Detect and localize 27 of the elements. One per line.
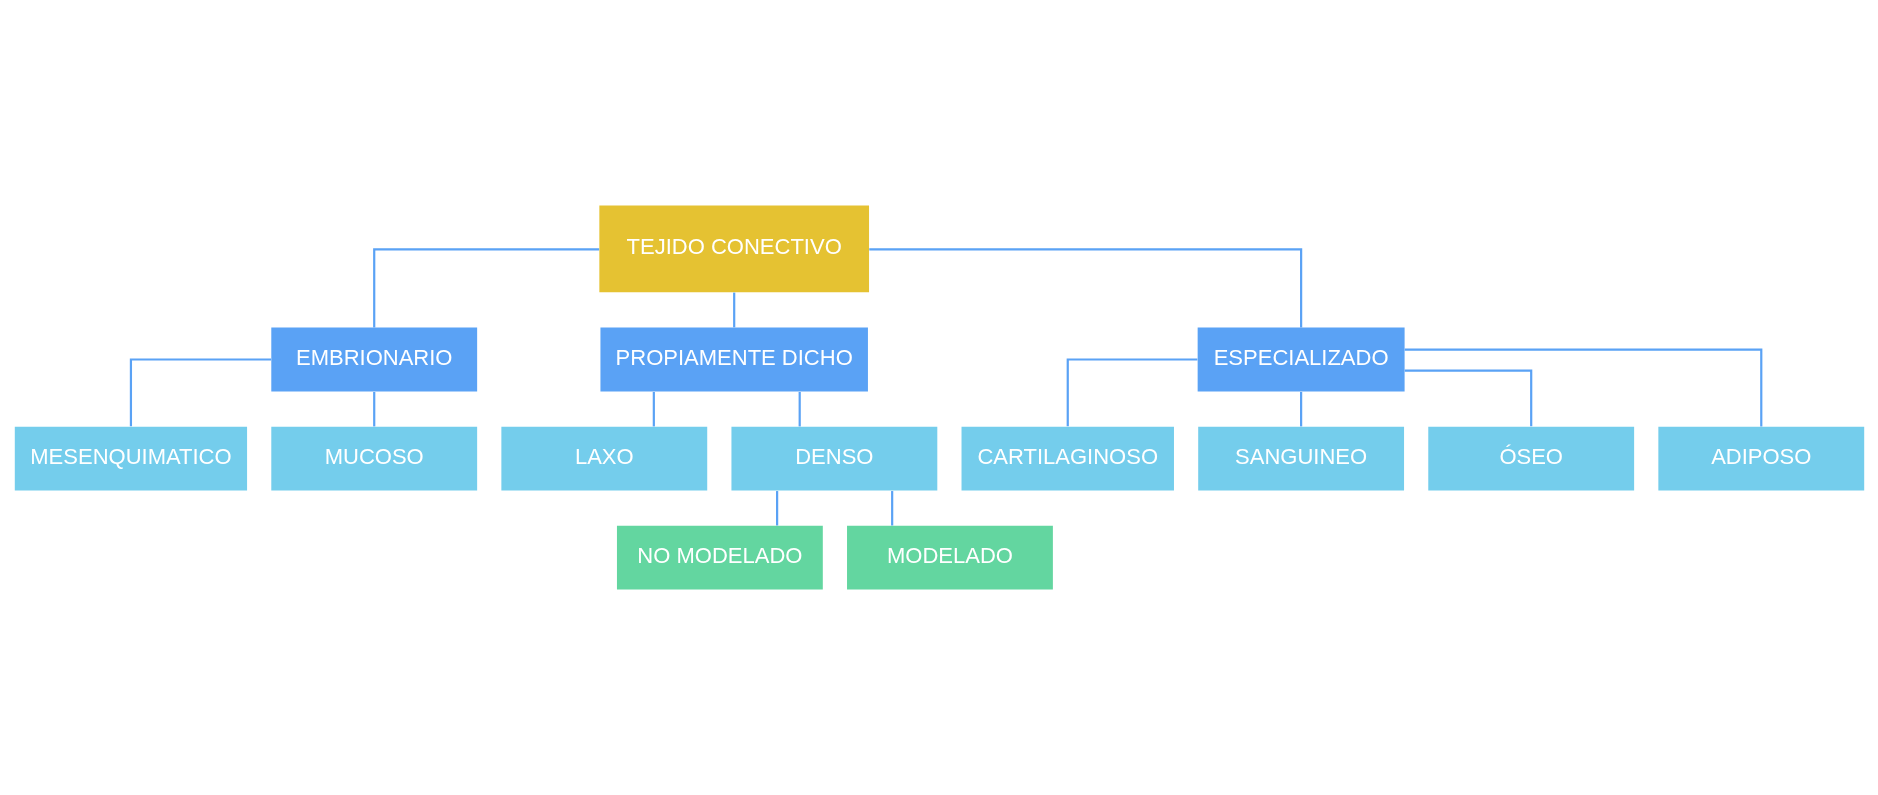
connector	[732, 292, 735, 328]
connector	[372, 391, 375, 427]
node-box: CARTILAGINOSO	[961, 426, 1174, 491]
connector	[798, 391, 801, 427]
connector	[129, 358, 271, 427]
node-box: MODELADO	[846, 525, 1053, 590]
connector	[1404, 348, 1762, 427]
node-box: MESENQUIMATICO	[14, 426, 247, 491]
connector	[1299, 391, 1302, 427]
connector	[868, 248, 1302, 328]
node-box: ÓSEO	[1427, 426, 1634, 491]
connector	[1404, 369, 1532, 427]
node-box: EMBRIONARIO	[270, 327, 477, 392]
connector	[1066, 358, 1197, 427]
node-box: PROPIAMENTE DICHO	[599, 327, 868, 392]
node-box: ADIPOSO	[1657, 426, 1864, 491]
connector	[652, 391, 655, 427]
connector	[775, 491, 778, 526]
node-box: SANGUINEO	[1197, 426, 1404, 491]
connector	[372, 248, 599, 328]
node-box: NO MODELADO	[616, 525, 823, 590]
node-box: DENSO	[730, 426, 937, 491]
node-box: MUCOSO	[270, 426, 477, 491]
node-box: LAXO	[500, 426, 707, 491]
connector	[890, 491, 893, 526]
node-box: ESPECIALIZADO	[1197, 327, 1405, 392]
node-box: TEJIDO CONECTIVO	[598, 205, 869, 293]
